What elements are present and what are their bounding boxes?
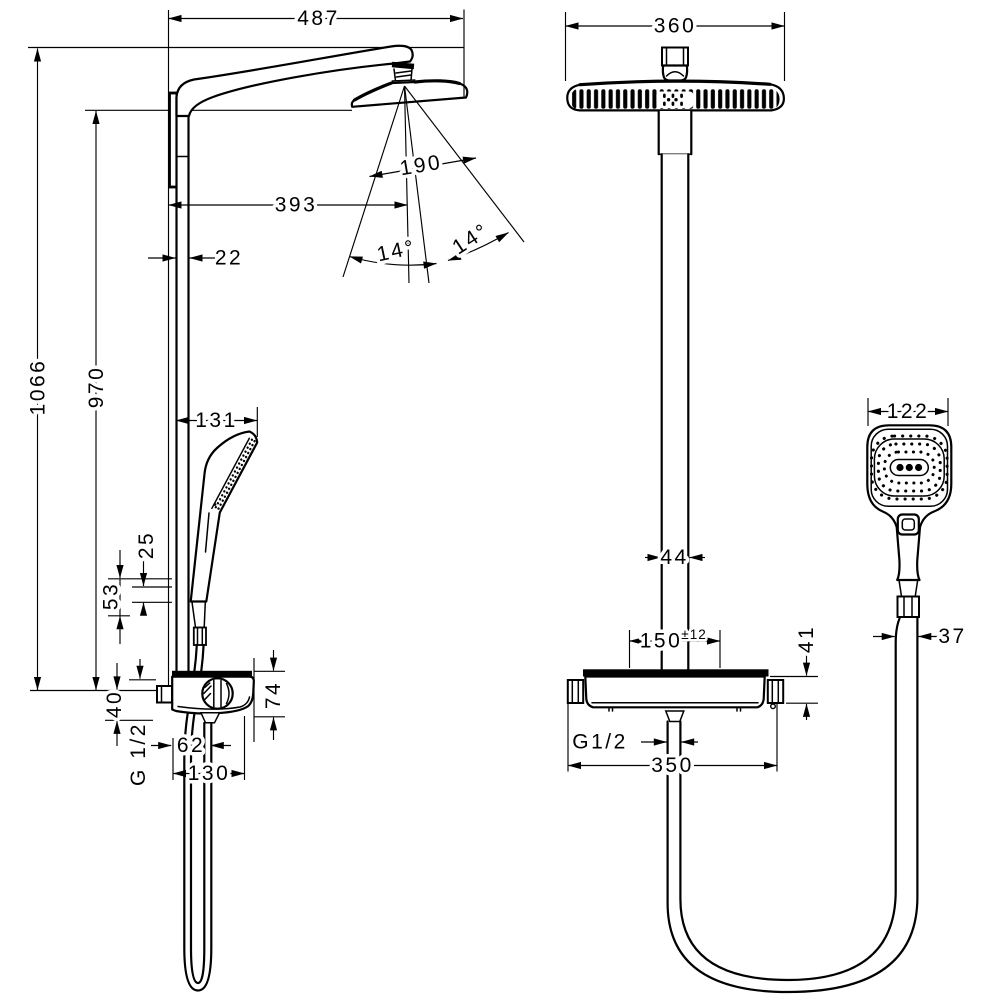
supply-fitting-right	[766, 679, 785, 704]
shower-hose-front	[666, 615, 919, 994]
overhead-shower-side	[350, 79, 469, 108]
dim-62-label: 62	[177, 734, 205, 757]
dim-130-label: 130	[188, 762, 231, 785]
dim-970-label: 970	[85, 366, 108, 409]
dim-131: 131	[175, 406, 258, 437]
dim-40-label: 40	[103, 690, 126, 718]
dim-122-label: 122	[887, 400, 930, 423]
dim-44: 44	[645, 543, 705, 573]
valve-outlet-front	[664, 710, 685, 723]
dim-74: 74	[253, 650, 289, 742]
dim-40: 40	[100, 659, 156, 746]
select-button	[896, 513, 920, 536]
handshower-spray-face	[869, 434, 949, 501]
dim-53-label: 53	[100, 582, 123, 610]
dim-150-label: 150	[640, 630, 683, 653]
dim-25-label: 25	[135, 531, 158, 559]
dim-150: 150 ±12	[628, 625, 721, 668]
valve-outlet-side	[199, 712, 221, 724]
dim-130: 130	[172, 716, 246, 789]
handshower-hose-connector-side	[191, 601, 207, 646]
shower-arm	[175, 44, 414, 118]
eco-stop-dot	[770, 703, 777, 710]
riser-pipe-front	[657, 109, 693, 671]
dim-350-label: 350	[651, 754, 694, 777]
thermostat-front	[566, 669, 785, 723]
dim-53: 53	[96, 550, 126, 644]
dim-350: 350	[567, 704, 778, 781]
dim-37: 37	[873, 622, 968, 652]
head-center-nozzle	[656, 91, 694, 108]
dim-487-label: 487	[297, 7, 340, 30]
dim-37-label: 37	[938, 625, 966, 648]
dim-970: 970	[82, 110, 112, 691]
dim-1066: 1066	[23, 48, 53, 691]
dim-62: 62	[151, 731, 231, 761]
handshower-pivot-dot	[213, 503, 217, 506]
thermostat-side	[156, 670, 255, 724]
dim-g12-front: G1/2	[569, 727, 698, 757]
dim-393: 393	[168, 190, 408, 220]
arm-connector-front	[661, 46, 689, 82]
overhead-shower-front	[566, 79, 786, 112]
dim-360: 360	[564, 11, 786, 81]
dim-g12-front-label: G1/2	[572, 731, 628, 754]
dim-150-tolerance-label: ±12	[681, 627, 706, 642]
handshower-hose-connector-front	[896, 579, 920, 618]
dim-g12-side-label: G 1/2	[127, 722, 150, 786]
dim-41-label: 41	[795, 625, 818, 653]
dim-393-label: 393	[275, 194, 318, 217]
dim-487: 487	[168, 4, 465, 97]
supply-fitting-left	[566, 679, 585, 704]
dim-74-label: 74	[262, 681, 285, 709]
hand-shower-side	[189, 430, 259, 646]
hand-shower-front	[866, 424, 953, 618]
dim-1066-label: 1066	[27, 359, 50, 416]
dim-44-label: 44	[660, 546, 688, 569]
dim-22: 22	[148, 243, 244, 273]
dim-25: 25	[108, 527, 172, 617]
riser-pipe-side	[175, 95, 190, 673]
dim-22-label: 22	[215, 247, 243, 270]
dim-41: 41	[770, 621, 822, 720]
wall-supply-fitting-side	[156, 685, 173, 704]
temperature-knob	[201, 677, 234, 710]
dim-122: 122	[867, 397, 949, 427]
valve-top-bar-side	[172, 670, 252, 677]
valve-top-bar-front	[583, 669, 769, 677]
dim-360-label: 360	[654, 15, 697, 38]
dim-131-label: 131	[195, 409, 238, 432]
front-dimensions: 360 122 44 150 ±12 41	[564, 11, 968, 781]
front-view: 360 122 44 150 ±12 41	[564, 11, 968, 994]
